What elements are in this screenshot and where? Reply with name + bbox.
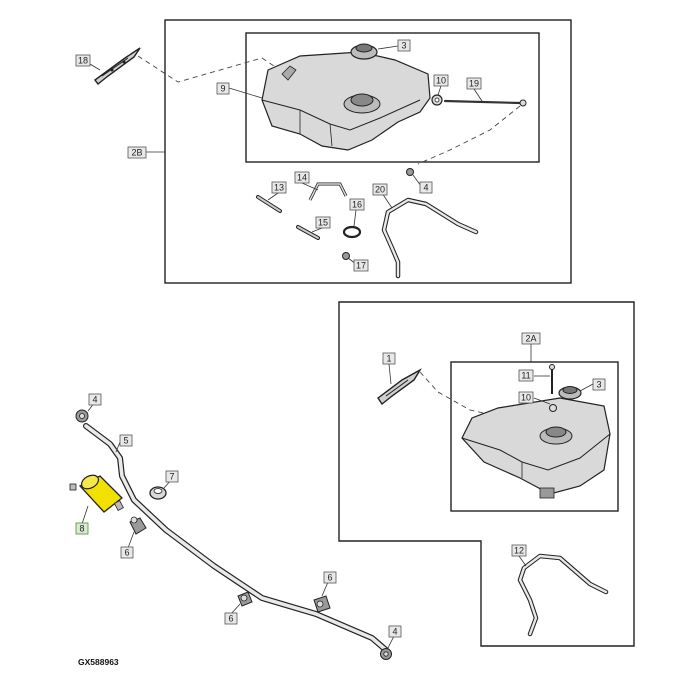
svg-text:11: 11 [521,371,530,381]
callout-16: 16 [349,198,365,211]
callout-13: 13 [271,181,287,194]
callout-11: 11 [518,369,534,382]
svg-text:16: 16 [352,200,362,210]
svg-text:8: 8 [79,524,84,534]
callout-9: 9 [216,82,230,95]
bracket-14-part [308,182,348,201]
gasket-1-part [377,368,422,406]
fitting-4-left-part [75,409,89,423]
svg-text:3: 3 [596,380,601,390]
clamp-6-right-part [313,595,331,613]
callout-10-lower: 10 [518,391,534,404]
svg-text:19: 19 [469,79,479,89]
svg-text:14: 14 [297,173,307,183]
dash-gasket-to-tank [137,55,281,83]
callout-5: 5 [119,434,133,447]
svg-text:3: 3 [401,41,406,51]
callout-6-middle: 6 [224,612,238,625]
svg-text:20: 20 [375,185,385,195]
svg-text:12: 12 [514,546,524,556]
svg-text:9: 9 [220,84,225,94]
callout-7: 7 [165,470,179,483]
fuel-tank-9-part [261,51,431,151]
vent-11-part [549,364,555,394]
grommet-10-part [431,94,443,106]
clamp-16-part [342,225,362,239]
svg-text:10: 10 [521,393,531,403]
fuel-cap-3-lower-part [558,386,582,400]
callout-12: 12 [511,544,527,557]
svg-text:6: 6 [228,614,233,624]
callout-4-left: 4 [88,393,102,406]
fuel-tank-2a-part [461,397,611,499]
grommet-10-lower-part [549,404,557,412]
callout-3-lower: 3 [592,378,606,391]
svg-text:6: 6 [327,573,332,583]
fuel-filter-8-part [69,474,124,513]
clamp-6-middle-part [237,591,253,607]
svg-text:2B: 2B [131,148,142,158]
svg-text:4: 4 [392,627,397,637]
callout-4-top: 4 [419,181,433,194]
callout-14: 14 [294,171,310,184]
callout-19: 19 [466,77,482,90]
callout-2a: 2A [521,332,541,345]
svg-text:5: 5 [123,436,128,446]
callout-2b: 2B [127,146,147,159]
svg-text:4: 4 [92,395,97,405]
svg-text:17: 17 [356,261,366,271]
fitting-17-part [342,252,350,260]
hose-20-part [381,197,479,279]
figure-code: GX588963 [78,657,119,667]
gasket-18-part [94,47,141,85]
dash-grommet-to-hose [417,105,521,165]
svg-text:13: 13 [274,183,284,193]
callout-20: 20 [372,183,388,196]
svg-text:2A: 2A [525,334,536,344]
svg-text:10: 10 [436,76,446,86]
pin-15-part [296,225,320,240]
svg-text:4: 4 [423,183,428,193]
callout-8: 8 [75,522,89,535]
callout-4-end: 4 [388,625,402,638]
callout-6-left: 6 [120,546,134,559]
fuel-cap-3-part [350,43,378,60]
svg-text:1: 1 [386,354,391,364]
callout-10-top: 10 [433,74,449,87]
fitting-4-top-part [406,168,414,176]
clamp-6-left-part [129,516,147,535]
fitting-4-end-part [380,648,392,660]
rod-19-part [443,99,527,107]
callout-15: 15 [315,216,331,229]
callout-18: 18 [75,54,91,67]
callout-1: 1 [382,352,396,365]
clip-7-part [149,486,167,500]
pin-13-part [256,195,282,213]
callout-3-top: 3 [397,39,411,52]
fuel-line-5-part [83,423,389,653]
svg-text:15: 15 [318,218,328,228]
svg-text:18: 18 [78,56,88,66]
callout-6-right: 6 [323,571,337,584]
svg-text:7: 7 [169,472,174,482]
dash-gasket1-to-tank [419,371,489,415]
hose-12-part [517,553,609,637]
svg-text:6: 6 [124,548,129,558]
callout-17: 17 [353,259,369,272]
